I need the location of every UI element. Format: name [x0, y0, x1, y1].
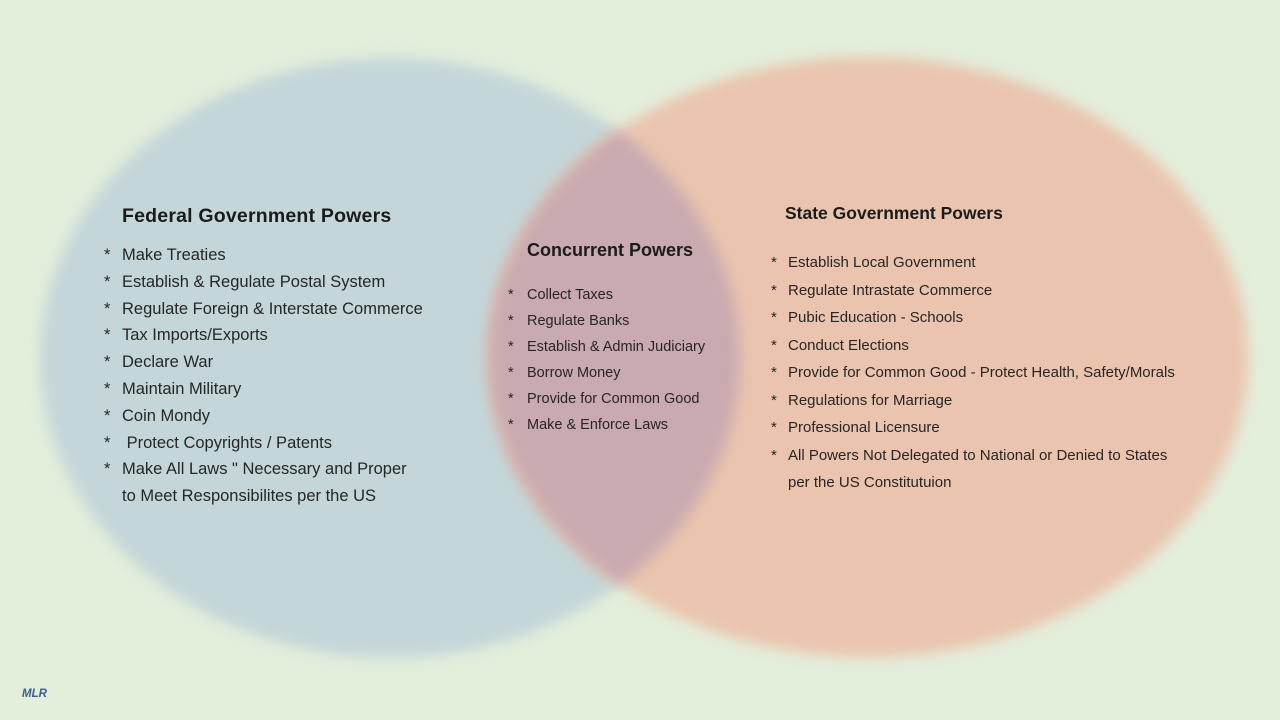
- list-item: * Make Treaties: [104, 242, 534, 269]
- list-item-text: Regulate Intrastate Commerce: [788, 281, 993, 299]
- bullet-asterisk: *: [104, 353, 111, 372]
- list-item-text: Tax Imports/Exports: [122, 326, 268, 345]
- bullet-asterisk: *: [771, 446, 777, 464]
- bullet-asterisk: *: [771, 419, 777, 436]
- list-item-text: Professional Licensure: [788, 419, 940, 436]
- list-item-text: Maintain Military: [122, 379, 242, 398]
- state-powers-title: State Government Powers: [785, 203, 1003, 223]
- list-item: * Regulate Intrastate Commerce: [771, 277, 1251, 305]
- list-item: * All Powers Not Delegated to National or…: [771, 442, 1251, 497]
- watermark: MLR: [22, 688, 47, 700]
- list-item-text: All Powers Not Delegated to National or …: [788, 446, 1168, 492]
- list-item-text: Regulate Foreign & Interstate Commerce: [122, 299, 423, 318]
- bullet-asterisk: *: [104, 433, 111, 452]
- list-item-text: Provide for Common Good: [527, 391, 700, 407]
- bullet-asterisk: *: [771, 391, 777, 409]
- list-item-text: Establish Local Government: [788, 254, 976, 271]
- bullet-asterisk: *: [771, 336, 777, 354]
- bullet-asterisk: *: [508, 365, 514, 381]
- list-item: * Pubic Education - Schools: [771, 304, 1251, 332]
- state-powers-list: * Establish Local Government * Regulate Int…: [771, 249, 1251, 497]
- bullet-asterisk: *: [104, 406, 111, 425]
- list-item: * Establish Local Government: [771, 249, 1251, 277]
- overlap-region: [488, 58, 740, 657]
- concurrent-powers-list: * Collect Taxes * Regulate Banks * Establish …: [508, 282, 768, 438]
- list-item-text: Conduct Elections: [788, 336, 909, 354]
- bullet-asterisk: *: [771, 281, 777, 299]
- bullet-asterisk: *: [508, 391, 514, 407]
- list-item: * Tax Imports/Exports: [104, 322, 534, 349]
- bullet-asterisk: *: [508, 287, 514, 303]
- list-item: * Protect Copyrights / Patents: [104, 430, 534, 457]
- list-item: * Professional Licensure: [771, 414, 1251, 442]
- bullet-asterisk: *: [771, 254, 777, 271]
- list-item-text: Establish & Admin Judiciary: [527, 339, 706, 355]
- list-item-text: Declare War: [122, 353, 214, 372]
- list-item-text: Make & Enforce Laws: [527, 417, 669, 433]
- federal-powers-title: Federal Government Powers: [122, 205, 392, 227]
- list-item: * Establish & Regulate Postal System: [104, 269, 534, 296]
- bullet-asterisk: *: [508, 339, 514, 355]
- list-item: * Conduct Elections: [771, 332, 1251, 360]
- bullet-asterisk: *: [508, 313, 514, 329]
- bullet-asterisk: *: [104, 460, 111, 479]
- list-item: * Establish & Admin Judiciary: [508, 334, 768, 360]
- concurrent-powers-section: Concurrent Powers * Collect Taxes * Regulat…: [508, 240, 768, 438]
- list-item-text: Collect Taxes: [527, 287, 613, 303]
- list-item: * Provide for Common Good - Protect Healt…: [771, 359, 1251, 387]
- bullet-asterisk: *: [104, 299, 111, 318]
- list-item-text: Provide for Common Good - Protect Health…: [788, 364, 1175, 381]
- list-item-text: Make Treaties: [122, 246, 226, 264]
- list-item: * Regulate Foreign & Interstate Commerce: [104, 296, 534, 323]
- list-item: * Make & Enforce Laws: [508, 412, 768, 438]
- list-item-text: Regulate Banks: [527, 313, 630, 329]
- list-item: * Declare War: [104, 349, 534, 376]
- bullet-asterisk: *: [771, 364, 777, 381]
- federal-powers-list: * Make Treaties * Establish & Regulate Post…: [104, 242, 534, 510]
- list-item: * Regulations for Marriage: [771, 387, 1251, 415]
- bullet-asterisk: *: [508, 417, 514, 433]
- concurrent-powers-title: Concurrent Powers: [527, 240, 694, 260]
- list-item: * Coin Mondy: [104, 403, 534, 430]
- list-item-text: Borrow Money: [527, 365, 621, 381]
- bullet-asterisk: *: [771, 309, 777, 326]
- list-item: * Collect Taxes: [508, 282, 768, 308]
- bullet-asterisk: *: [104, 326, 111, 345]
- list-item: * Regulate Banks: [508, 308, 768, 334]
- state-powers-section: State Government Powers * Establish Local…: [771, 203, 1251, 497]
- federal-powers-section: Federal Government Powers * Make Treaties…: [104, 205, 534, 510]
- list-item: * Borrow Money: [508, 360, 768, 386]
- list-item-text: Protect Copyrights / Patents: [122, 433, 333, 452]
- list-item: * Provide for Common Good: [508, 386, 768, 412]
- bullet-asterisk: *: [104, 379, 111, 398]
- list-item-text: Establish & Regulate Postal System: [122, 272, 386, 291]
- list-item: * Maintain Military: [104, 376, 534, 403]
- bullet-asterisk: *: [104, 246, 111, 264]
- list-item-text: Pubic Education - Schools: [788, 309, 964, 326]
- list-item-text: Coin Mondy: [122, 406, 211, 425]
- list-item-text: Regulations for Marriage: [788, 391, 953, 409]
- bullet-asterisk: *: [104, 272, 111, 291]
